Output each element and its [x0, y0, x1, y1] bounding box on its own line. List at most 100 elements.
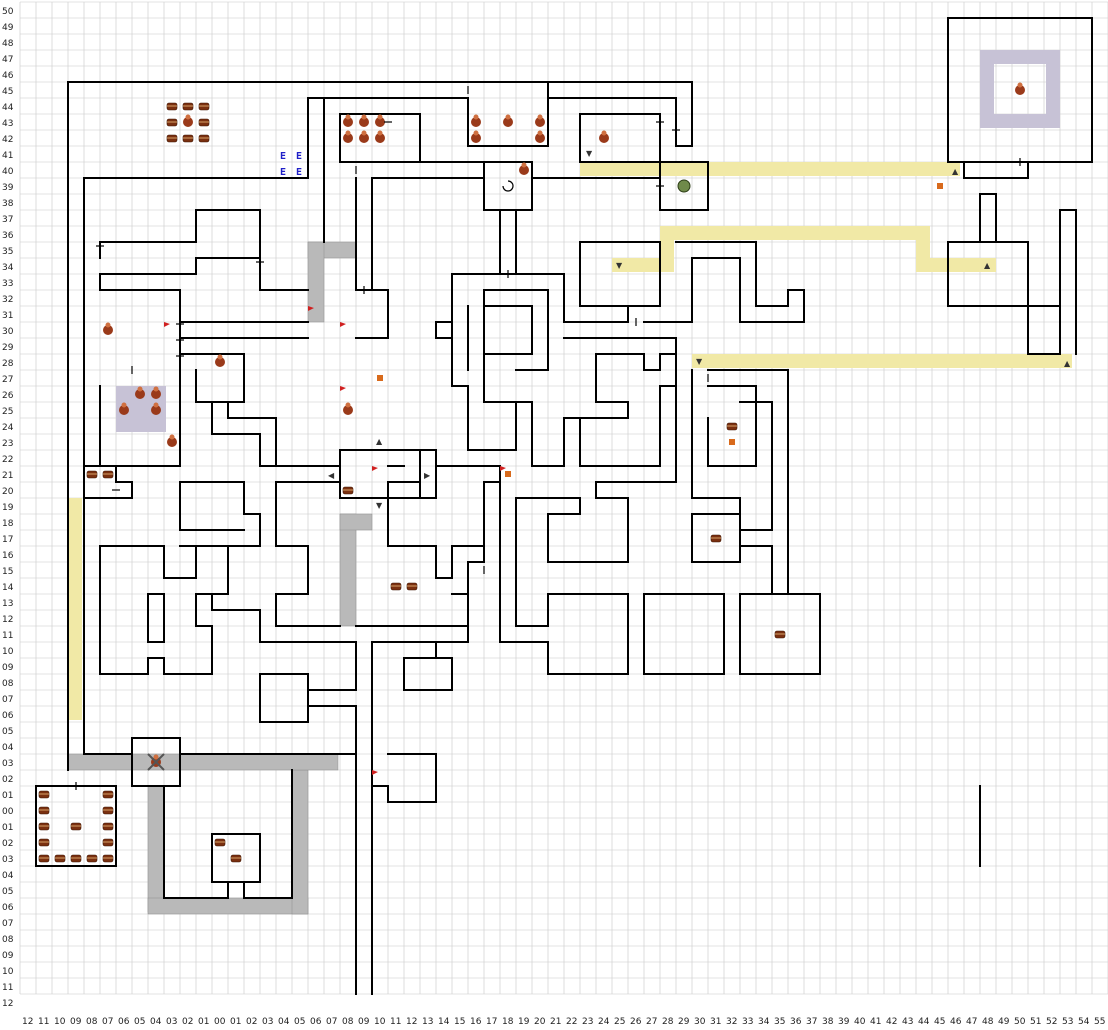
- wall-segment: [67, 81, 693, 131]
- treasure-chest-icon[interactable]: [166, 102, 178, 111]
- treasure-chest-icon[interactable]: [406, 582, 418, 591]
- monster-icon[interactable]: [103, 322, 113, 336]
- monster-icon[interactable]: [151, 386, 161, 400]
- treasure-chest-icon[interactable]: [38, 822, 50, 831]
- x-label: 10: [374, 1017, 386, 1027]
- x-label: 32: [726, 1017, 737, 1027]
- monster-icon[interactable]: [503, 114, 513, 128]
- stairs-icon[interactable]: ▲: [376, 437, 383, 446]
- y-label: 13: [2, 599, 13, 609]
- treasure-chest-icon[interactable]: [102, 854, 114, 863]
- monster-icon[interactable]: [151, 402, 161, 416]
- stairs-icon[interactable]: ▼: [586, 149, 593, 158]
- x-label: 29: [678, 1017, 690, 1027]
- wall-segment: [979, 193, 997, 243]
- monster-icon[interactable]: [359, 114, 369, 128]
- monster-icon[interactable]: [359, 130, 369, 144]
- treasure-chest-icon[interactable]: [102, 790, 114, 799]
- treasure-chest-icon[interactable]: [342, 486, 354, 495]
- y-label: 47: [2, 55, 13, 65]
- monster-icon[interactable]: [183, 114, 193, 128]
- treasure-chest-icon[interactable]: [102, 470, 114, 479]
- treasure-chest-icon[interactable]: [166, 134, 178, 143]
- x-label: 05: [294, 1017, 305, 1027]
- y-label: 09: [2, 663, 14, 673]
- monster-icon[interactable]: [535, 114, 545, 128]
- stairs-icon[interactable]: ▼: [616, 261, 623, 270]
- treasure-chest-icon[interactable]: [166, 118, 178, 127]
- x-label: 13: [422, 1017, 433, 1027]
- x-label: 07: [102, 1017, 113, 1027]
- x-label: 37: [806, 1017, 817, 1027]
- monster-icon[interactable]: [343, 402, 353, 416]
- treasure-chest-icon[interactable]: [710, 534, 722, 543]
- monster-icon[interactable]: [519, 162, 529, 176]
- y-label: 49: [2, 23, 14, 33]
- treasure-chest-icon[interactable]: [38, 854, 50, 863]
- treasure-chest-icon[interactable]: [390, 582, 402, 591]
- monster-icon[interactable]: [215, 354, 225, 368]
- y-label: 22: [2, 455, 13, 465]
- treasure-chest-icon[interactable]: [214, 838, 226, 847]
- treasure-chest-icon[interactable]: [726, 422, 738, 431]
- stairs-icon[interactable]: ▼: [376, 501, 383, 510]
- treasure-chest-icon[interactable]: [182, 102, 194, 111]
- monster-icon[interactable]: [1015, 82, 1025, 96]
- wall-segment: [179, 481, 245, 531]
- x-label: 54: [1078, 1017, 1090, 1027]
- monster-icon[interactable]: [167, 434, 177, 448]
- treasure-chest-icon[interactable]: [38, 838, 50, 847]
- stairs-icon[interactable]: ◀: [328, 471, 335, 480]
- monster-icon[interactable]: [535, 130, 545, 144]
- treasure-chest-icon[interactable]: [198, 102, 210, 111]
- x-label: 27: [646, 1017, 657, 1027]
- rotate-icon[interactable]: [502, 180, 514, 192]
- y-label: 01: [2, 823, 13, 833]
- treasure-chest-icon[interactable]: [38, 790, 50, 799]
- key-item-icon[interactable]: [505, 471, 511, 477]
- treasure-chest-icon[interactable]: [86, 470, 98, 479]
- marker-e: E: [296, 151, 302, 162]
- key-item-icon[interactable]: [729, 439, 735, 445]
- stairs-icon[interactable]: ▲: [984, 261, 991, 270]
- monster-icon[interactable]: [375, 114, 385, 128]
- monster-icon[interactable]: [135, 386, 145, 400]
- y-label: 11: [2, 983, 13, 993]
- key-item-icon[interactable]: [937, 183, 943, 189]
- treasure-chest-icon[interactable]: [54, 854, 66, 863]
- crossed-swords-icon[interactable]: [147, 753, 165, 771]
- monster-icon[interactable]: [343, 130, 353, 144]
- treasure-chest-icon[interactable]: [70, 854, 82, 863]
- stairs-icon[interactable]: ▲: [1064, 359, 1071, 368]
- treasure-chest-icon[interactable]: [230, 854, 242, 863]
- x-label: 40: [854, 1017, 866, 1027]
- treasure-chest-icon[interactable]: [86, 854, 98, 863]
- wall-segment: [371, 593, 469, 643]
- stairs-icon[interactable]: ▼: [696, 357, 703, 366]
- key-item-icon[interactable]: [377, 375, 383, 381]
- treasure-chest-icon[interactable]: [102, 822, 114, 831]
- treasure-chest-icon[interactable]: [102, 806, 114, 815]
- y-label: 19: [2, 503, 14, 513]
- wall-segment: [1059, 209, 1077, 355]
- x-label: 14: [438, 1017, 450, 1027]
- x-label: 45: [934, 1017, 945, 1027]
- monster-icon[interactable]: [375, 130, 385, 144]
- treasure-chest-icon[interactable]: [198, 118, 210, 127]
- treasure-chest-icon[interactable]: [38, 806, 50, 815]
- map-icons: ▲ ▼ ◀ ▶ ▼ ▼ ▼ ▲ ▲ ▲: [38, 82, 1071, 863]
- treasure-chest-icon[interactable]: [774, 630, 786, 639]
- monster-icon[interactable]: [599, 130, 609, 144]
- monster-icon[interactable]: [471, 114, 481, 128]
- treasure-chest-icon[interactable]: [102, 838, 114, 847]
- x-label: 08: [342, 1017, 354, 1027]
- treasure-chest-icon[interactable]: [70, 822, 82, 831]
- stairs-icon[interactable]: ▲: [952, 167, 959, 176]
- wall-segment: [643, 593, 725, 675]
- stairs-icon[interactable]: ▶: [424, 471, 431, 480]
- monster-icon[interactable]: [471, 130, 481, 144]
- treasure-chest-icon[interactable]: [182, 134, 194, 143]
- monster-icon[interactable]: [119, 402, 129, 416]
- monster-icon[interactable]: [343, 114, 353, 128]
- treasure-chest-icon[interactable]: [198, 134, 210, 143]
